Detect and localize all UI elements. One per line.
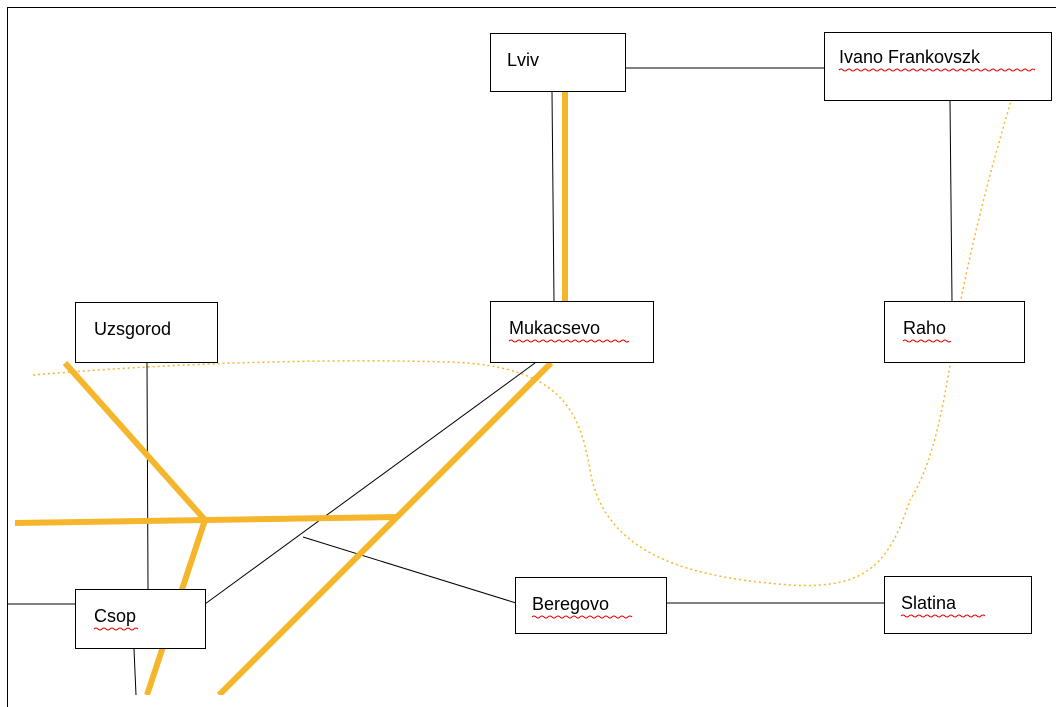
dotted-curve-east — [909, 97, 1013, 501]
spellcheck-underline-icon — [93, 627, 139, 631]
line-csop-down — [133, 648, 137, 695]
node-label: Ivano Frankovszk — [838, 47, 1036, 72]
spellcheck-underline-icon — [508, 339, 630, 343]
node-uzsgorod: Uzsgorod — [75, 302, 218, 363]
line-lviv-mukacsevo — [551, 91, 555, 303]
line-ivano-raho — [949, 99, 953, 303]
node-label: Beregovo — [531, 594, 633, 619]
line-mukacsevo-csop — [204, 362, 536, 605]
node-mukacsevo: Mukacsevo — [490, 301, 654, 363]
node-label: Uzsgorod — [94, 319, 172, 339]
node-label: Csop — [93, 606, 139, 631]
node-csop: Csop — [75, 589, 206, 649]
route-horizontal — [14, 514, 398, 526]
route-uzsgorod-junction — [62, 361, 208, 522]
spellcheck-underline-icon — [838, 68, 1036, 72]
node-label: Lviv — [507, 50, 540, 70]
diagram-frame — [7, 7, 1056, 707]
thin-connectors — [7, 67, 953, 695]
node-ivano-frankovszk: Ivano Frankovszk — [824, 32, 1052, 101]
node-raho: Raho — [884, 301, 1025, 363]
spellcheck-underline-icon — [900, 614, 986, 618]
route-mukacsevo-south — [216, 360, 554, 695]
node-beregovo: Beregovo — [515, 577, 667, 634]
line-junction-beregovo — [302, 536, 517, 604]
node-lviv: Lviv — [490, 33, 626, 92]
node-label: Slatina — [900, 593, 986, 618]
line-uzsgorod-csop — [146, 362, 149, 590]
node-label: Raho — [902, 318, 952, 343]
node-slatina: Slatina — [884, 576, 1032, 634]
spellcheck-underline-icon — [531, 615, 633, 619]
spellcheck-underline-icon — [902, 339, 952, 343]
node-label: Mukacsevo — [508, 318, 630, 343]
